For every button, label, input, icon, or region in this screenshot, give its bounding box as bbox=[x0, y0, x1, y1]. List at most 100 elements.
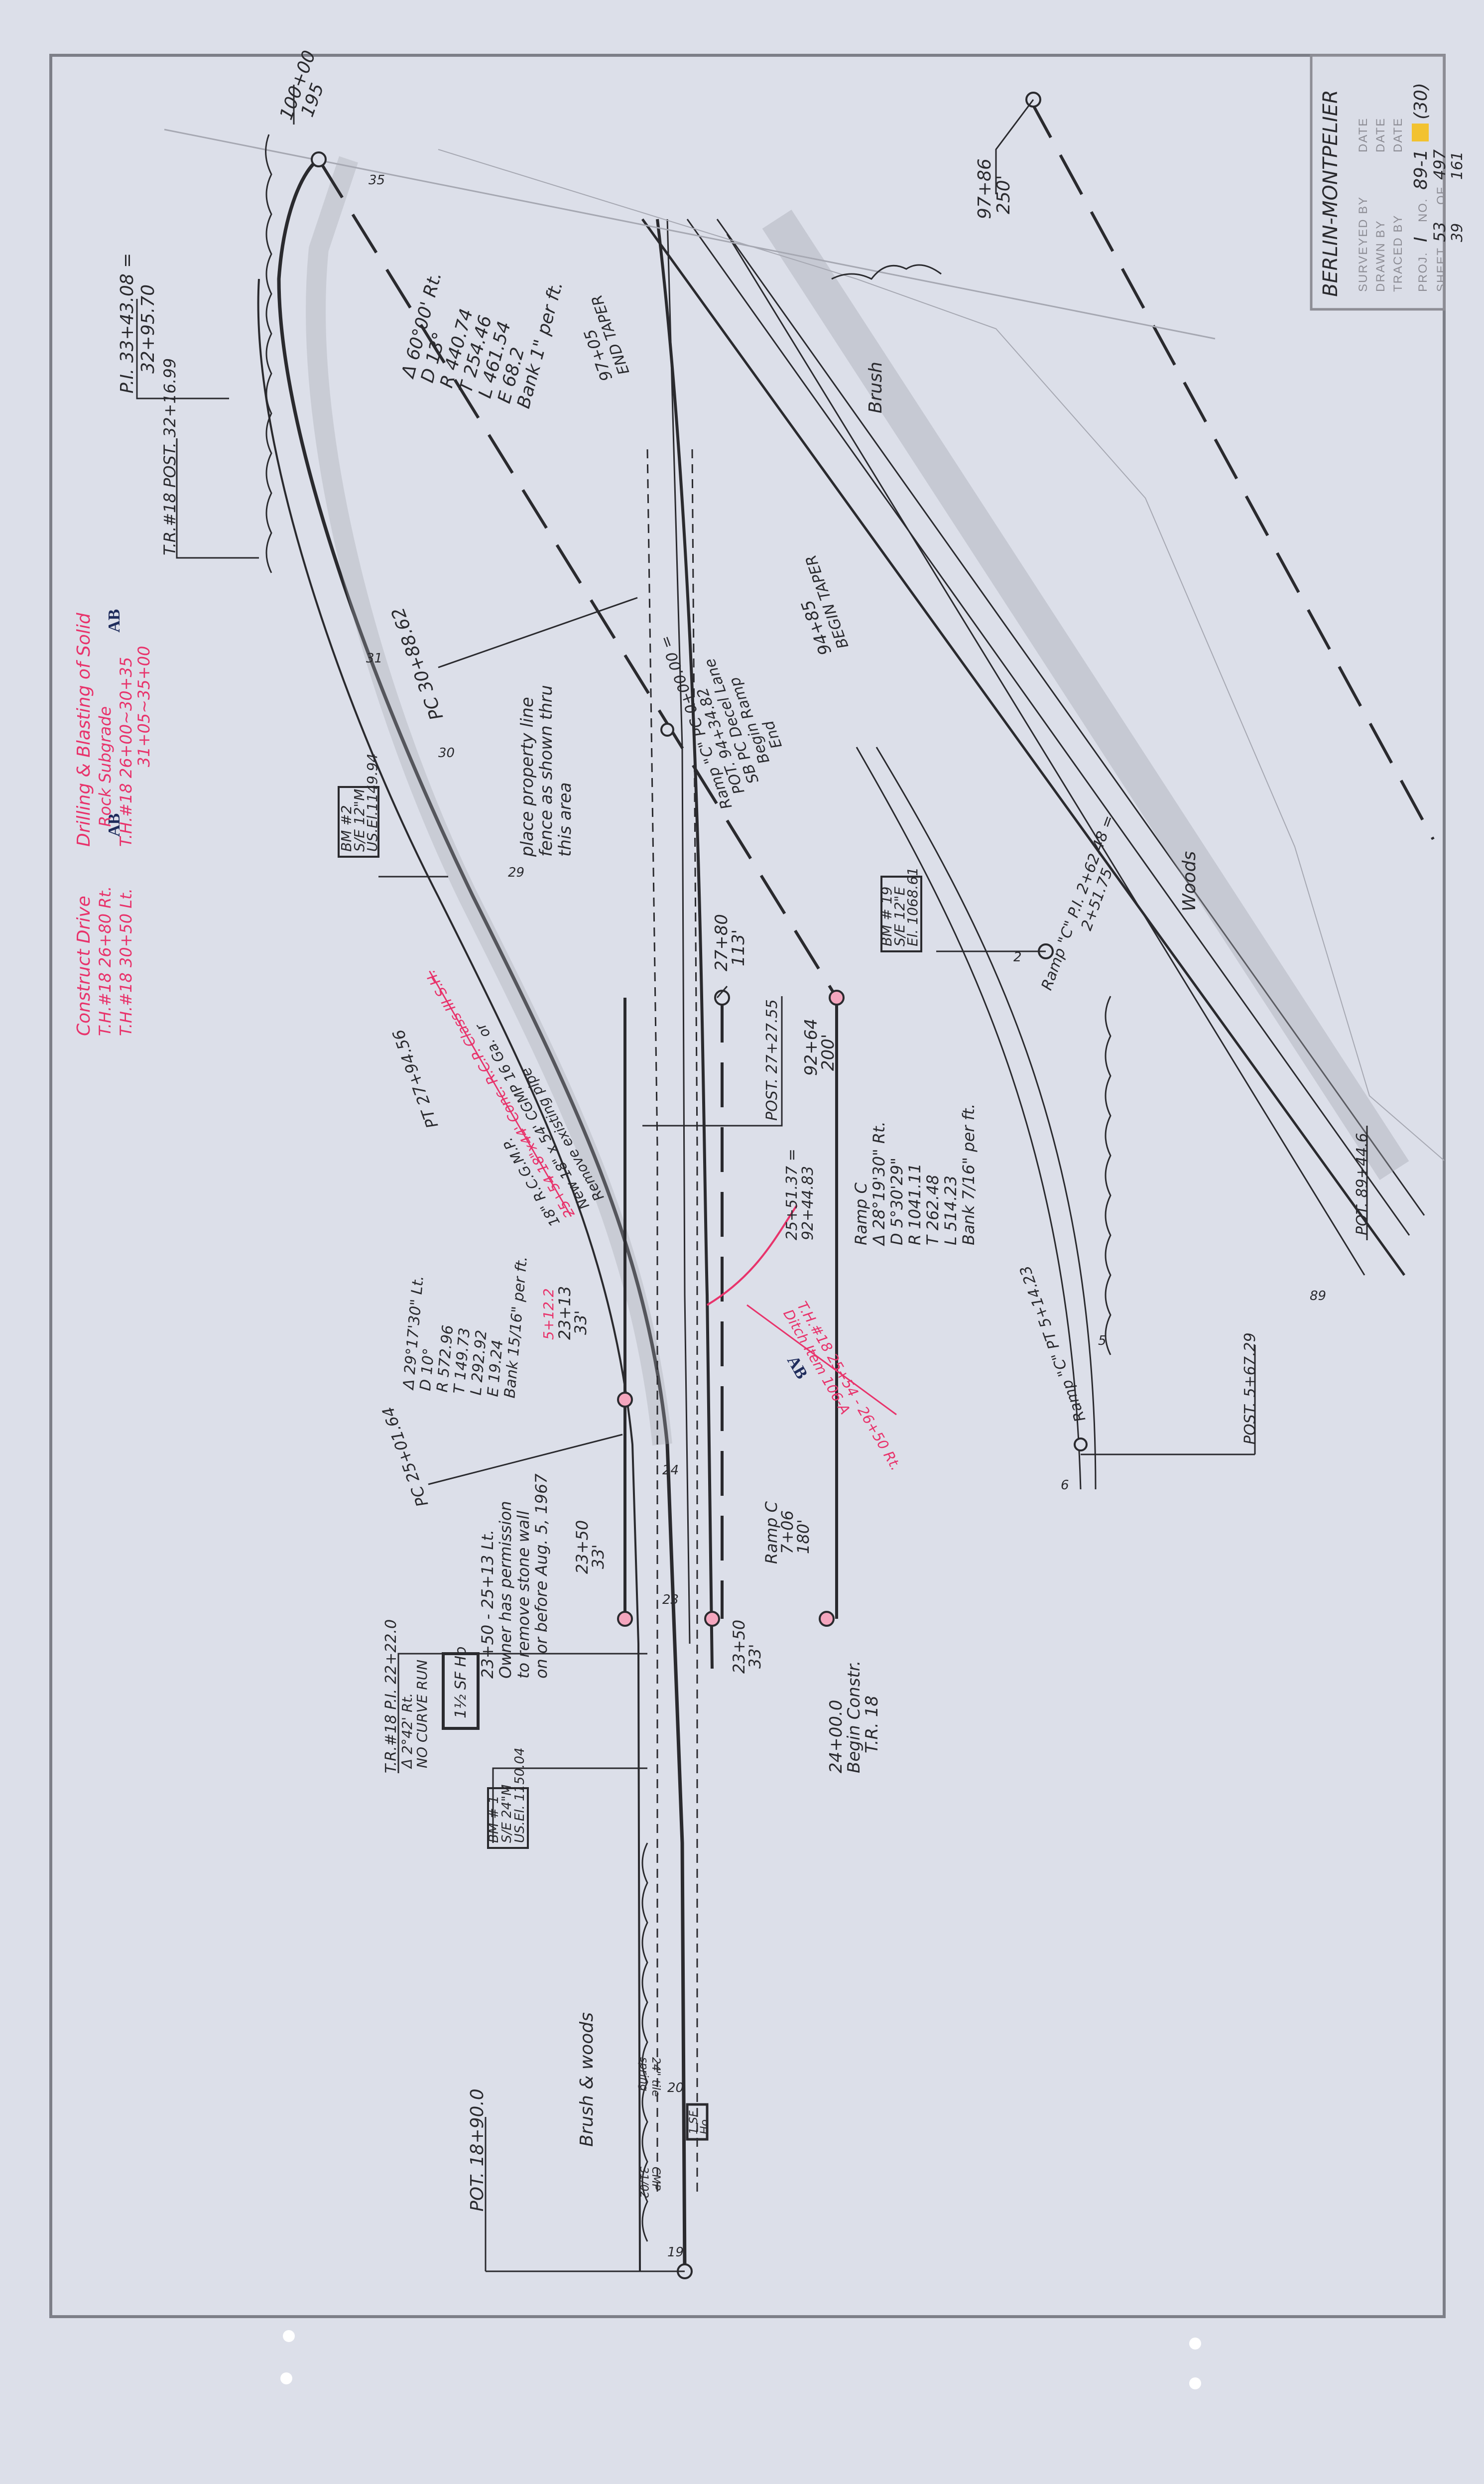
post-27-label: POST. 27+27.55 bbox=[763, 999, 781, 1121]
bm2-box bbox=[338, 786, 379, 858]
house-box bbox=[442, 1652, 480, 1730]
project-number-suffix: (30) bbox=[1411, 83, 1431, 120]
date-label: DATE bbox=[1357, 118, 1370, 152]
annotation-text: 27+80 bbox=[712, 914, 732, 971]
pc-25-label: PC 25+01.64 bbox=[378, 1404, 432, 1509]
ditch-note: T.H.#18 25+54 - 26+50 Rt. Ditch Item 106… bbox=[780, 1299, 904, 1473]
annotation-text: 200' bbox=[818, 1034, 838, 1071]
proj-value: I bbox=[1411, 237, 1431, 242]
annotation-text: Owner has permission bbox=[496, 1501, 515, 1679]
annotation-text: Bank 1" per ft. bbox=[513, 279, 567, 411]
binder-hole bbox=[283, 2330, 295, 2342]
annotation-text: 113' bbox=[729, 929, 748, 966]
annotation-text: BM # 1 bbox=[487, 1796, 501, 1843]
pot-89-label: POT. 89+44.6 bbox=[1354, 1133, 1371, 1235]
station-number: 20 bbox=[667, 2081, 684, 2095]
annotation-text: T.H.#18 26+80 Rt. bbox=[96, 886, 115, 1036]
annotation-text: Ho. bbox=[699, 2116, 711, 2134]
station-number: 89 bbox=[1310, 1289, 1326, 1304]
date-label: DATE bbox=[1374, 118, 1387, 152]
binder-hole bbox=[280, 2372, 292, 2384]
station-number: 5 bbox=[1098, 1333, 1107, 1348]
house-label: 1½ SF Ho bbox=[452, 1647, 470, 1718]
house-2-label: 1 SF Ho. bbox=[688, 2110, 711, 2134]
annotation-text: El. 1068.61 bbox=[904, 867, 921, 946]
annotation-text: Begin Constr. bbox=[844, 1661, 864, 1773]
annotation-text: 23+50 bbox=[573, 1520, 592, 1574]
annotation-text: Rock Subgrade bbox=[96, 706, 115, 827]
annotation-text: BM #2 bbox=[338, 805, 355, 852]
annotation-text: to remove stone wall bbox=[514, 1511, 533, 1679]
annotation-text: spring bbox=[637, 2057, 650, 2092]
annotation-text: on or before Aug. 5, 1967 bbox=[532, 1473, 551, 1679]
leader-lines bbox=[136, 85, 1368, 2272]
annotation-text: 23+13 bbox=[555, 1286, 574, 1340]
annotation-text: 7+06 bbox=[778, 1510, 797, 1554]
station-number: 24 bbox=[662, 1463, 679, 1478]
sheet-label: SHEET bbox=[1435, 247, 1448, 292]
annotation-text: CMP bbox=[649, 2167, 662, 2191]
annotation-text: 92+64 bbox=[801, 1019, 821, 1076]
ramp-pt-label: Ramp "C" PT 5+14.23 bbox=[1016, 1263, 1089, 1424]
annotation-text: 23+50 bbox=[730, 1620, 748, 1674]
surveyed-by-label: SURVEYED BY bbox=[1357, 196, 1370, 292]
annotation-text: L 514.23 bbox=[941, 1176, 960, 1245]
sheet-number: 53 bbox=[1430, 222, 1449, 242]
ramp-c-7-label: Ramp C 7+06 180' bbox=[762, 1501, 813, 1565]
pt-27-label: PT 27+94.56 bbox=[389, 1027, 442, 1131]
pot-18-label: POT. 18+90.0 bbox=[467, 2089, 488, 2212]
annotation-text: T.R.#18 P.I. 22+22.0 bbox=[382, 1619, 400, 1773]
bm19-label: BM # 19 S/E 12"E El. 1068.61 bbox=[878, 867, 921, 946]
annotation-text: place property line bbox=[517, 697, 537, 857]
annotation-text: 180' bbox=[794, 1519, 813, 1554]
annotation-text: R 1041.11 bbox=[905, 1163, 924, 1245]
station-number: 19 bbox=[667, 2245, 684, 2260]
brush-label: Brush bbox=[866, 362, 886, 413]
post-5-label: POST. 5+67.29 bbox=[1241, 1332, 1259, 1444]
ramp-c-curve-data: Ramp C Δ 28°19'30" Rt. D 5°30'29" R 1041… bbox=[852, 1103, 978, 1247]
control-points bbox=[311, 92, 1088, 2279]
annotation-text: S/E 24"M bbox=[499, 1785, 514, 1843]
annotation-text: T 262.48 bbox=[923, 1175, 942, 1245]
bm19-box bbox=[880, 876, 922, 952]
house-box bbox=[686, 2103, 709, 2141]
pi-22-label: T.R.#18 P.I. 22+22.0 Δ 2°42' Rt. NO CURV… bbox=[382, 1619, 430, 1773]
annotation-text: 250' bbox=[993, 175, 1014, 214]
annotation-text: T.H.#18 30+50 Lt. bbox=[117, 888, 135, 1036]
curve-2-data: Δ 29°17'30" Lt. D 10° R 572.96 T 149.73 … bbox=[400, 1256, 531, 1399]
annotation-text: Bank 7/16" per ft. bbox=[959, 1103, 978, 1245]
begin-construction-label: 24+00.0 Begin Constr. T.R. 18 bbox=[826, 1661, 882, 1773]
annotation-text: US.El. 1150.04 bbox=[512, 1748, 527, 1843]
station-number: 6 bbox=[1061, 1478, 1069, 1493]
station-number: 31 bbox=[366, 651, 382, 666]
station-number: 35 bbox=[369, 173, 385, 188]
cmp-label: CMP 31/02 bbox=[637, 2167, 662, 2198]
woods-label: Woods bbox=[1179, 851, 1200, 912]
ramp-pi-label: Ramp "C" P.I. 2+62.48 = 2+51.75 bbox=[1038, 813, 1118, 993]
annotation-text: 31/02 bbox=[637, 2167, 650, 2198]
bm1-box bbox=[487, 1787, 529, 1849]
annotation-text: AB bbox=[105, 813, 124, 837]
sheet-border bbox=[49, 54, 1446, 2318]
binder-hole bbox=[1189, 2377, 1201, 2389]
annotation-text: this area bbox=[555, 783, 575, 857]
of-label: OF bbox=[1435, 186, 1448, 205]
annotation-text: 24+00.0 bbox=[826, 1700, 846, 1773]
post-32-label: T.R.#18 POST. 32+16.99 bbox=[160, 358, 179, 555]
annotation-text: AB bbox=[105, 609, 124, 633]
sta-27-80-label: 27+80 113' bbox=[712, 914, 748, 971]
station-number: 2 bbox=[1013, 950, 1022, 965]
annotation-text: Construct Drive bbox=[74, 896, 94, 1036]
begin-taper-label: 94+85 BEGIN TAPER bbox=[798, 552, 853, 657]
project-number: 89-1 bbox=[1411, 149, 1431, 190]
annotation-text: 92+44.83 bbox=[799, 1166, 817, 1240]
sta-92-64-label: 92+64 200' bbox=[801, 1019, 838, 1076]
sheet-number-alt: 39 bbox=[1449, 223, 1466, 242]
annotation-text: 33' bbox=[745, 1644, 764, 1669]
annotation-text: BM # 19 bbox=[878, 887, 895, 946]
sta-23-50-label: 23+50 33' bbox=[730, 1620, 764, 1674]
binder-hole bbox=[1189, 2338, 1201, 2350]
annotation-text: Ramp "C" P.I. 2+62.48 = bbox=[1038, 813, 1118, 993]
